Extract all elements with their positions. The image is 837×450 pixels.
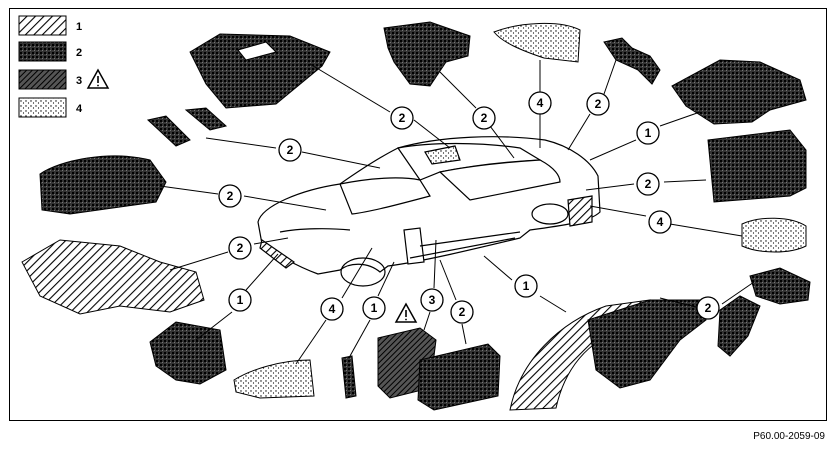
svg-text:2: 2 [287, 143, 294, 157]
roof-bow-1 [146, 115, 191, 147]
callout: 2 [450, 300, 474, 324]
callouts: 2 2 4 2 1 2 2 2 2 4 1 1 4 1 3 2 2 [218, 91, 720, 324]
exclamation-triangle-icon [86, 68, 110, 89]
svg-text:4: 4 [657, 215, 664, 229]
svg-text:4: 4 [329, 302, 336, 316]
hood [39, 155, 167, 215]
front-floor [21, 239, 205, 315]
svg-text:2: 2 [459, 305, 466, 319]
front-end-module [149, 321, 227, 385]
callout: 4 [648, 210, 672, 234]
legend-swatch-4 [18, 97, 67, 118]
rear-inner-panel [383, 21, 471, 87]
callout: 2 [696, 296, 720, 320]
callout: 1 [362, 296, 386, 320]
sunroof-opening [237, 41, 277, 61]
callout: 2 [218, 184, 242, 208]
callout: 1 [636, 121, 660, 145]
exclamation-triangle-icon [394, 302, 418, 323]
svg-text:2: 2 [705, 301, 712, 315]
spare-wheel-well [741, 217, 807, 253]
svg-text:3: 3 [429, 293, 436, 307]
rear-floor [671, 59, 807, 125]
svg-text:2: 2 [227, 189, 234, 203]
legend-swatch-2 [18, 41, 67, 62]
svg-text:2: 2 [237, 241, 244, 255]
legend-label-1: 1 [76, 21, 82, 33]
door-outer-panel [417, 343, 501, 411]
callout: 2 [228, 236, 252, 260]
rear-side-member [749, 267, 811, 305]
car-body [257, 136, 601, 287]
callout: 3 [420, 288, 444, 312]
reference-number: P60.00-2059-09 [753, 431, 825, 442]
parts [21, 21, 811, 411]
svg-text:1: 1 [523, 279, 530, 293]
callout: 1 [514, 274, 538, 298]
legend: 1 2 3 4 [18, 15, 110, 118]
callout: 2 [472, 106, 496, 130]
legend-label-3: 3 [76, 75, 82, 87]
callout: 2 [278, 138, 302, 162]
rear-quarter-panel [707, 129, 807, 203]
legend-label-2: 2 [76, 47, 82, 59]
svg-text:2: 2 [399, 111, 406, 125]
legend-label-4: 4 [76, 103, 83, 115]
callout: 4 [528, 91, 552, 115]
front-fender [233, 359, 315, 399]
a-pillar-reinforcement [341, 355, 357, 399]
roof-panel [189, 33, 331, 109]
rear-bracket [603, 37, 661, 85]
c-pillar-bracket [717, 295, 761, 357]
svg-text:2: 2 [645, 177, 652, 191]
svg-text:2: 2 [481, 111, 488, 125]
svg-text:1: 1 [645, 126, 652, 140]
callout: 1 [228, 288, 252, 312]
callout: 4 [320, 297, 344, 321]
diagram-frame [9, 8, 827, 421]
trunk-lid [493, 23, 581, 63]
svg-text:4: 4 [537, 96, 544, 110]
svg-text:2: 2 [595, 97, 602, 111]
roof-bow-2 [184, 107, 228, 131]
svg-text:1: 1 [371, 301, 378, 315]
callout: 2 [390, 106, 414, 130]
callout: 2 [586, 92, 610, 116]
legend-swatch-1 [18, 15, 67, 36]
leader-lines [159, 59, 755, 365]
legend-swatch-3 [18, 69, 67, 90]
callout: 2 [636, 172, 660, 196]
svg-text:1: 1 [237, 293, 244, 307]
